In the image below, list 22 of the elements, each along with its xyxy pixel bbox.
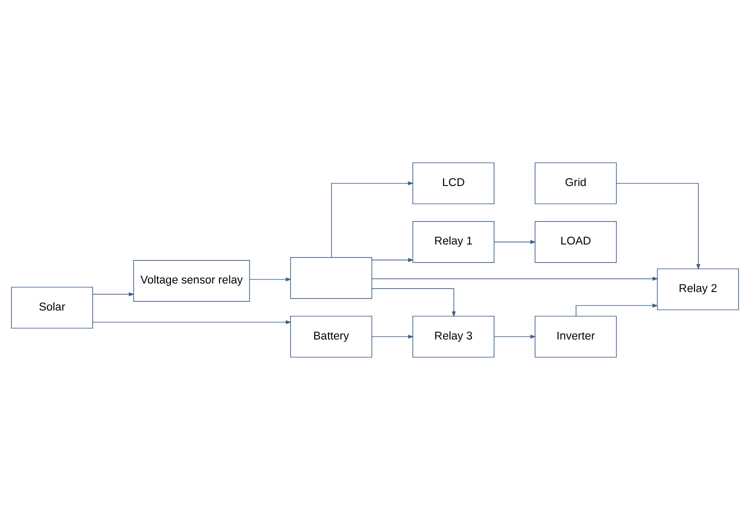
arrow bbox=[494, 240, 536, 244]
node-box bbox=[290, 256, 372, 298]
arrow bbox=[92, 292, 134, 296]
node-box: Grid bbox=[534, 162, 617, 204]
arrow bbox=[249, 276, 292, 281]
node-box: Relay 3 bbox=[412, 315, 494, 358]
node-box: LCD bbox=[412, 162, 494, 204]
arrow bbox=[92, 320, 292, 324]
arrow bbox=[372, 334, 414, 338]
arrow bbox=[372, 258, 414, 262]
arrow bbox=[372, 288, 456, 317]
node-box: LOAD bbox=[534, 220, 617, 262]
node-box: Solar bbox=[11, 286, 94, 328]
arrow bbox=[494, 334, 536, 338]
arrow bbox=[331, 180, 414, 258]
node-box: Battery bbox=[290, 315, 372, 358]
arrow bbox=[371, 276, 658, 280]
node-box: Voltage sensor relay bbox=[133, 260, 250, 302]
arrow bbox=[616, 182, 700, 270]
node-box: Inverter bbox=[534, 315, 617, 358]
node-box: Relay 1 bbox=[412, 220, 494, 262]
node-box: Relay 2 bbox=[656, 268, 739, 310]
